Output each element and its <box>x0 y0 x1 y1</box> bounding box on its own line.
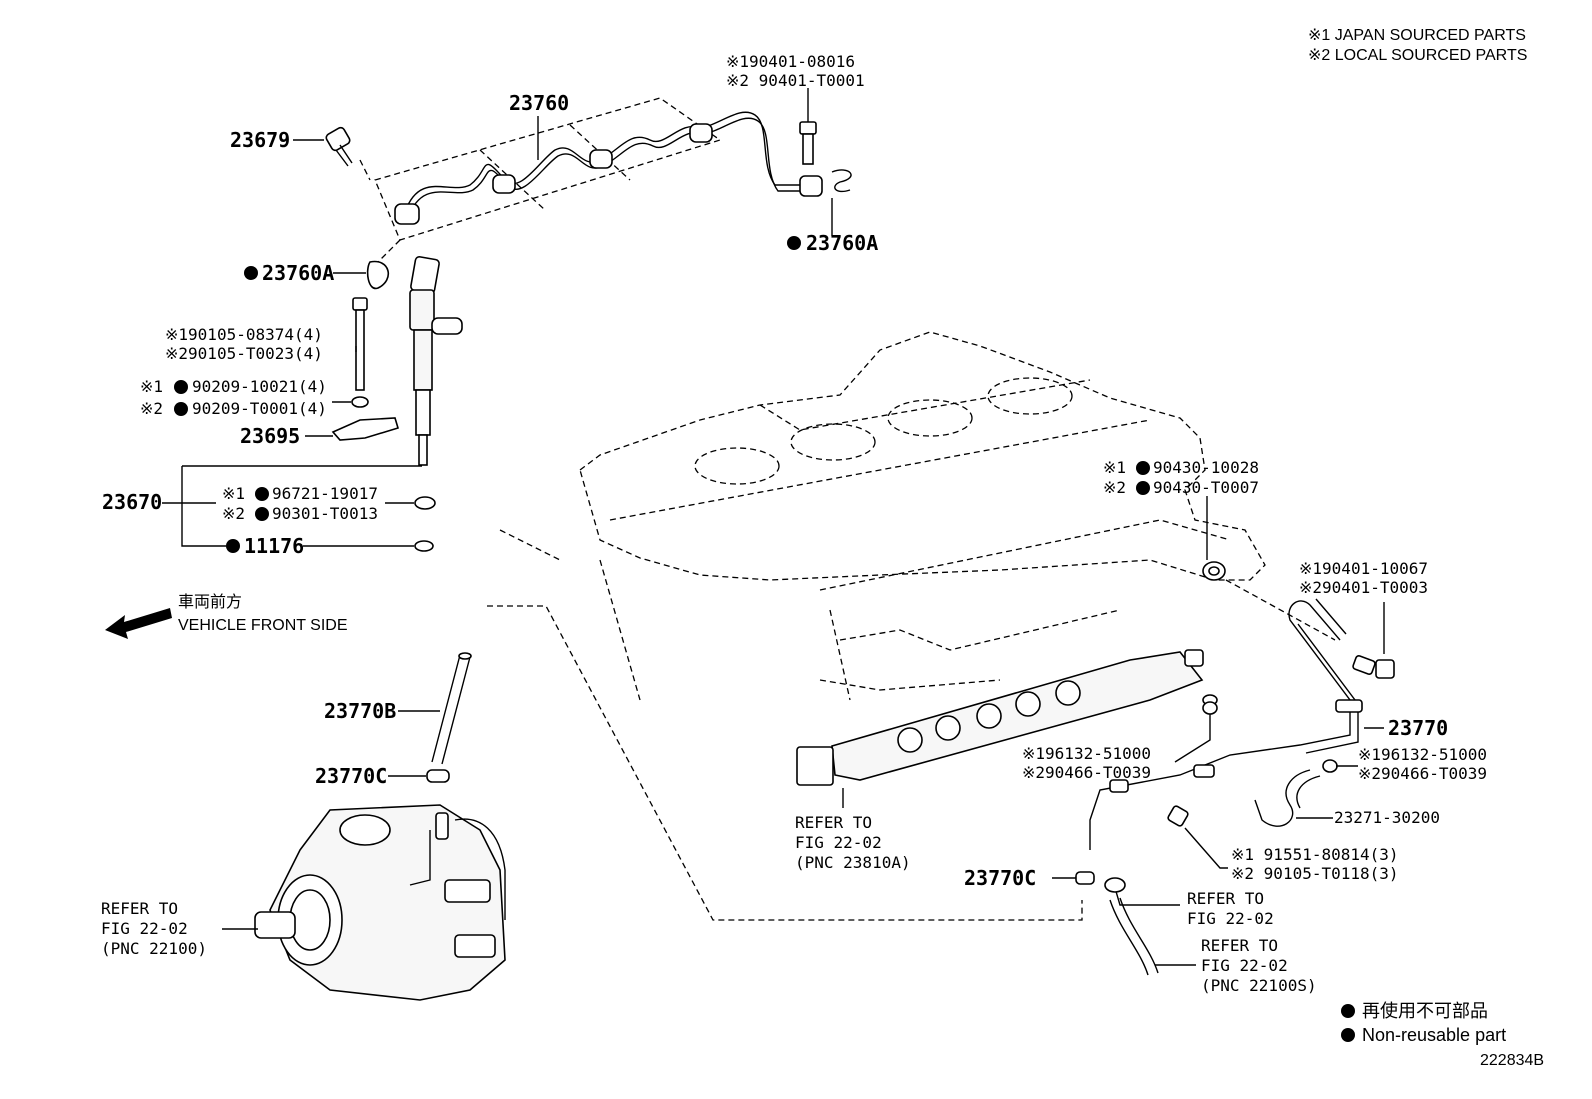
label-23770C-left: 23770C <box>315 764 387 788</box>
label-23670: 23670 <box>102 490 162 514</box>
pump-to-rail-dashed-link <box>487 605 1083 921</box>
label-bolt-right-1: ※190401-10067 <box>1299 559 1428 578</box>
hose-clip-middle <box>1202 701 1218 715</box>
union-bolt-23679 <box>293 126 353 167</box>
fuel-injector <box>409 256 463 466</box>
label-gasket-1-mark: ※1 <box>1103 458 1126 477</box>
label-screw-1: ※1 91551-80814(3) <box>1231 845 1399 864</box>
legend-dot-jp <box>1341 1004 1355 1018</box>
non-reusable-dot-oring-2 <box>255 507 269 521</box>
label-bolt-top-2: ※2 90401-T0001 <box>726 71 865 90</box>
non-reusable-dot-washer-1 <box>174 380 188 394</box>
japan-sourced-note: ※1 JAPAN SOURCED PARTS <box>1308 27 1526 44</box>
non-reusable-dot-gasket-2 <box>1136 481 1150 495</box>
label-oring-2-mark: ※2 <box>222 504 245 523</box>
gasket-upper-right <box>1202 496 1226 581</box>
label-clip-middle-1: ※196132-51000 <box>1022 744 1151 763</box>
label-23770C-right: 23770C <box>964 866 1036 890</box>
refer-pump-2: FIG 22-02 <box>101 919 188 938</box>
refer-rail-1: REFER TO <box>795 813 872 832</box>
pipe-connector-2 <box>492 174 516 194</box>
injection-pipe-group <box>359 97 823 271</box>
non-reusable-dot-11176 <box>226 539 240 553</box>
refer-s-1: REFER TO <box>1201 936 1278 955</box>
label-clip-middle-2: ※290466-T0039 <box>1022 763 1151 782</box>
pipe-clamp-right <box>831 169 852 236</box>
front-direction-en: VEHICLE FRONT SIDE <box>178 617 348 634</box>
gasket-to-pipe-dashed-link <box>1225 579 1336 641</box>
common-rail <box>796 649 1218 786</box>
pipe-connector-4 <box>689 123 713 143</box>
label-gasket-1: 90430-10028 <box>1153 458 1259 477</box>
pipe-end-fitting <box>799 175 823 197</box>
injector-clamp-23695 <box>331 417 399 441</box>
refer-rail-3: (PNC 23810A) <box>795 853 911 872</box>
label-11176: 11176 <box>244 534 304 558</box>
fuel-return-pipe-23770 <box>1089 598 1363 850</box>
legend-dot-en <box>1341 1028 1355 1042</box>
label-23271: 23271-30200 <box>1334 808 1440 827</box>
refer-pump-3: (PNC 22100) <box>101 939 207 958</box>
label-clip-right-1: ※196132-51000 <box>1358 745 1487 764</box>
label-washer-2-mark: ※2 <box>140 399 163 418</box>
non-reusable-dot-oring-1 <box>255 487 269 501</box>
refer-hose-2: FIG 22-02 <box>1187 909 1274 928</box>
hose-clip-23770C-right <box>1075 871 1095 885</box>
pipe-connector-1 <box>394 203 420 225</box>
label-23760A-right: 23760A <box>806 231 878 255</box>
label-oring-2: 90301-T0013 <box>272 504 378 523</box>
non-reusable-dot-23760A-left <box>244 266 258 280</box>
label-bolt-right-2: ※290401-T0003 <box>1299 578 1428 597</box>
label-23695: 23695 <box>240 424 300 448</box>
washer <box>351 396 369 408</box>
label-23679: 23679 <box>230 128 290 152</box>
label-bolt-top-1: ※190401-08016 <box>726 52 855 71</box>
label-bolt-inj-2: ※290105-T0023(4) <box>165 344 323 363</box>
return-hose-23271 <box>1254 769 1321 827</box>
pipe-bolt-right <box>1352 602 1395 679</box>
label-23770B: 23770B <box>324 699 396 723</box>
non-reusable-dot-23760A-right <box>787 236 801 250</box>
label-23760: 23760 <box>509 91 569 115</box>
refer-s-3: (PNC 22100S) <box>1201 976 1317 995</box>
pipe-clamp-left <box>333 260 390 290</box>
legend-en: Non-reusable part <box>1362 1025 1506 1045</box>
label-washer-2: 90209-T0001(4) <box>192 399 327 418</box>
injector-clamp-bolt <box>352 297 368 391</box>
hose-clamp-lower <box>1104 877 1126 893</box>
label-bolt-inj-1: ※190105-08374(4) <box>165 325 323 344</box>
o-ring <box>414 496 436 510</box>
label-gasket-2-mark: ※2 <box>1103 478 1126 497</box>
label-oring-1: 96721-19017 <box>272 484 378 503</box>
refer-rail-2: FIG 22-02 <box>795 833 882 852</box>
figure-id: 222834B <box>1480 1052 1544 1069</box>
label-23760A-left: 23760A <box>262 261 334 285</box>
refer-pump-1: REFER TO <box>101 899 178 918</box>
mounting-screw <box>1167 805 1228 869</box>
refer-s-2: FIG 22-02 <box>1201 956 1288 975</box>
front-direction-arrow <box>105 608 172 639</box>
label-23770: 23770 <box>1388 716 1448 740</box>
label-gasket-2: 90430-T0007 <box>1153 478 1259 497</box>
hose-clip-right <box>1322 759 1338 773</box>
refer-hose-1: REFER TO <box>1187 889 1264 908</box>
label-washer-1: 90209-10021(4) <box>192 377 327 396</box>
label-oring-1-mark: ※1 <box>222 484 245 503</box>
non-reusable-dot-washer-2 <box>174 402 188 416</box>
hose-clip-left <box>426 769 450 783</box>
label-clip-right-2: ※290466-T0039 <box>1358 764 1487 783</box>
label-washer-1-mark: ※1 <box>140 377 163 396</box>
pipe-connector-3 <box>589 149 613 169</box>
legend-jp: 再使用不可部品 <box>1362 1001 1488 1021</box>
local-sourced-note: ※2 LOCAL SOURCED PARTS <box>1308 47 1527 64</box>
seal-washer-11176 <box>414 540 434 552</box>
engine-head-outline <box>499 331 1266 701</box>
lower-fuel-hose <box>1109 897 1159 976</box>
pipe-clamp-bolt <box>799 88 817 165</box>
front-direction-jp: 車両前方 <box>178 593 242 611</box>
label-screw-2: ※2 90105-T0118(3) <box>1231 864 1399 883</box>
non-reusable-dot-gasket-1 <box>1136 461 1150 475</box>
supply-pump <box>254 804 506 1001</box>
